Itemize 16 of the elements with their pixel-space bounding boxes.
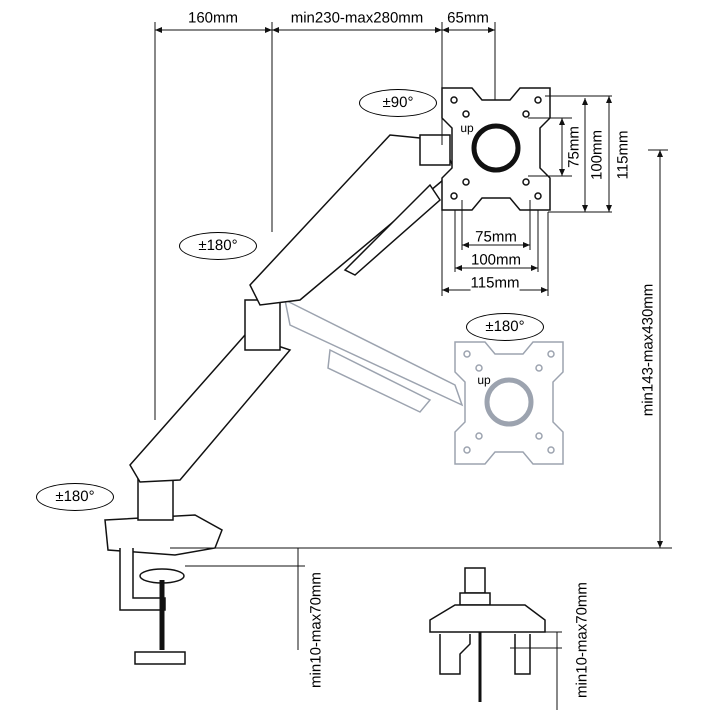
- dimension-text: 115mm: [616, 130, 630, 180]
- dimension-text: 75mm: [475, 230, 517, 244]
- rotation-angle: ±180°: [55, 486, 95, 507]
- dimension-text: 100mm: [590, 130, 604, 180]
- dimension-text: min143-max430mm: [640, 284, 656, 416]
- dimension-text: 115mm: [470, 276, 520, 290]
- dimension-text: min230-max280mm: [290, 10, 424, 26]
- dimension-text: min10-max70mm: [574, 582, 590, 698]
- rotation-angle: ±90°: [382, 92, 414, 113]
- rotation-angle: ±180°: [198, 236, 238, 256]
- rotation-angle: ±180°: [485, 316, 525, 337]
- dimension-text: 160mm: [188, 10, 238, 26]
- dimension-text: 65mm: [447, 10, 489, 26]
- dimension-text: 100mm: [470, 252, 522, 268]
- dimension-text: min10-max70mm: [308, 572, 324, 688]
- dimension-text: 75mm: [566, 126, 582, 168]
